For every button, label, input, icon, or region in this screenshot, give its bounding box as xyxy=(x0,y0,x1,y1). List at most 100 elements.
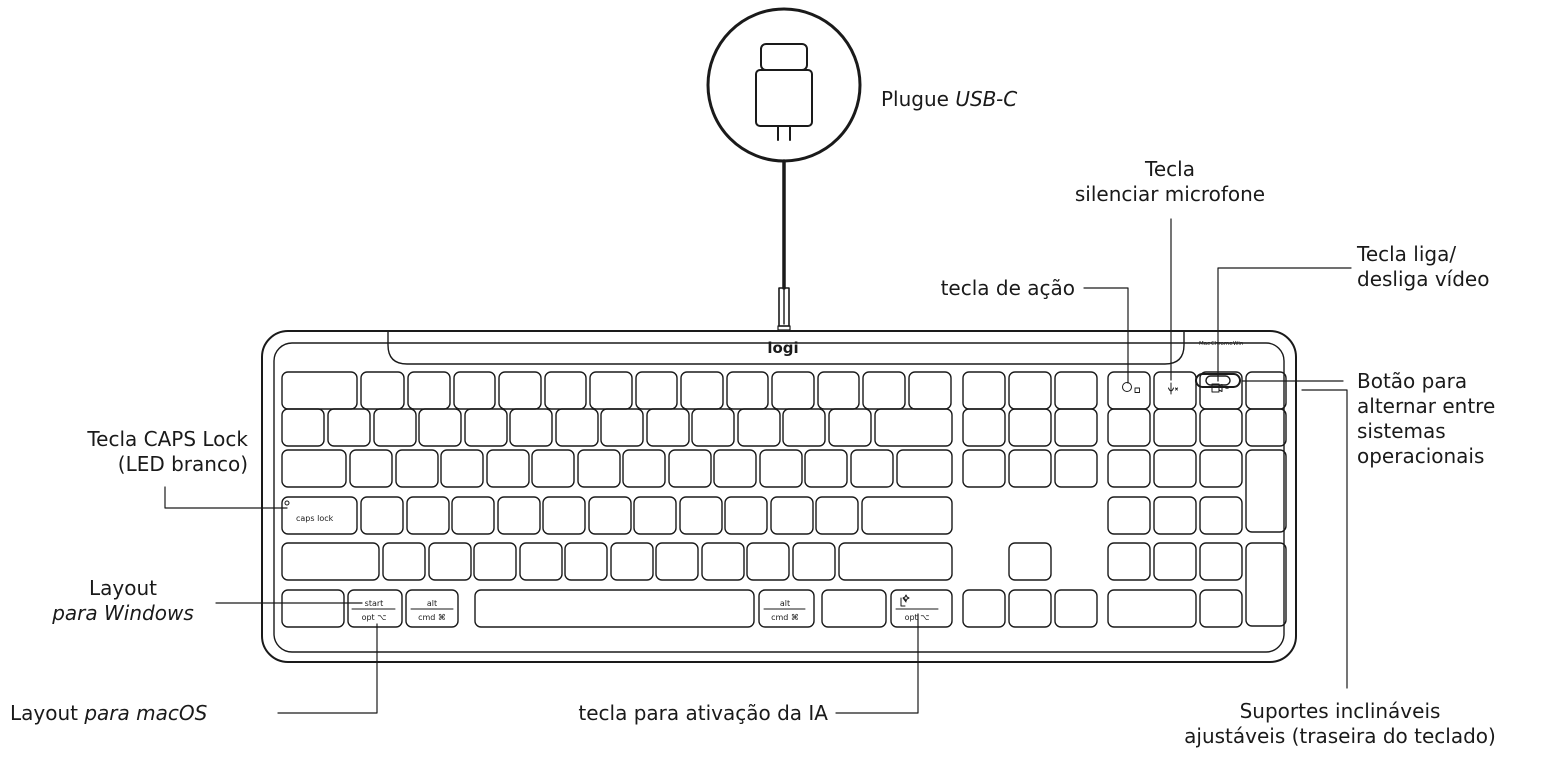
keycap[interactable] xyxy=(1107,449,1151,488)
keycap[interactable] xyxy=(1008,449,1052,488)
keycap[interactable] xyxy=(646,408,690,447)
keycap[interactable] xyxy=(817,371,860,410)
keycap[interactable] xyxy=(509,408,553,447)
keycap[interactable] xyxy=(406,496,450,535)
keycap[interactable] xyxy=(782,408,826,447)
keycap[interactable] xyxy=(896,449,953,488)
keycap[interactable] xyxy=(724,496,768,535)
keycap[interactable] xyxy=(373,408,417,447)
keycap[interactable] xyxy=(862,371,906,410)
keycap[interactable] xyxy=(746,542,790,581)
keycap[interactable] xyxy=(497,496,541,535)
keycap[interactable] xyxy=(792,542,836,581)
keycap[interactable] xyxy=(758,589,815,628)
keycap[interactable] xyxy=(428,542,472,581)
keycap[interactable] xyxy=(726,371,769,410)
keycap[interactable] xyxy=(861,496,953,535)
keycap[interactable] xyxy=(486,449,530,488)
keycap[interactable] xyxy=(281,542,380,581)
keycap[interactable] xyxy=(281,589,345,628)
keycap[interactable] xyxy=(962,408,1006,447)
keycap[interactable] xyxy=(1153,408,1197,447)
keycap[interactable] xyxy=(1008,589,1052,628)
keycap[interactable] xyxy=(600,408,644,447)
keycap[interactable] xyxy=(327,408,371,447)
keycap[interactable] xyxy=(680,371,724,410)
keycap[interactable] xyxy=(577,449,621,488)
keycap[interactable] xyxy=(962,371,1006,410)
keycap[interactable] xyxy=(453,371,496,410)
keycap[interactable] xyxy=(1199,496,1243,535)
keycap[interactable] xyxy=(281,496,358,535)
keycap[interactable] xyxy=(1245,371,1287,410)
keycap[interactable] xyxy=(405,589,459,628)
keycap[interactable] xyxy=(395,449,439,488)
keycap[interactable] xyxy=(890,589,953,628)
keycap[interactable] xyxy=(555,408,599,447)
keycap[interactable] xyxy=(451,496,495,535)
keycap[interactable] xyxy=(804,449,848,488)
keycap[interactable] xyxy=(633,496,677,535)
keycap[interactable] xyxy=(668,449,712,488)
keycap[interactable] xyxy=(850,449,894,488)
keycap[interactable] xyxy=(281,449,347,488)
keycap[interactable] xyxy=(874,408,953,447)
keycap[interactable] xyxy=(1054,408,1098,447)
keycap[interactable] xyxy=(281,371,358,410)
os-switch[interactable]: Mac Chrome Win xyxy=(1195,341,1244,388)
keycap[interactable] xyxy=(1199,589,1243,628)
keycap[interactable] xyxy=(622,449,666,488)
keycap[interactable] xyxy=(691,408,735,447)
keycap[interactable] xyxy=(519,542,563,581)
keycap[interactable] xyxy=(474,589,755,628)
keycap[interactable] xyxy=(407,371,451,410)
keycap[interactable] xyxy=(1008,371,1052,410)
keycap[interactable] xyxy=(1199,449,1243,488)
keycap[interactable] xyxy=(1107,496,1151,535)
keycap[interactable] xyxy=(360,496,404,535)
keycap[interactable] xyxy=(1008,542,1052,581)
keycap[interactable] xyxy=(828,408,872,447)
keycap[interactable] xyxy=(281,408,325,447)
keycap[interactable] xyxy=(589,371,633,410)
keycap[interactable] xyxy=(679,496,723,535)
keycap[interactable] xyxy=(440,449,484,488)
keycap[interactable] xyxy=(1153,542,1197,581)
keycap[interactable] xyxy=(464,408,508,447)
keycap[interactable] xyxy=(1245,408,1287,447)
keycap[interactable] xyxy=(635,371,678,410)
keycap[interactable] xyxy=(1008,408,1052,447)
keycap[interactable] xyxy=(1245,449,1287,533)
keycap[interactable] xyxy=(713,449,757,488)
keycap[interactable] xyxy=(655,542,699,581)
keycap[interactable] xyxy=(1245,542,1287,627)
keycap[interactable] xyxy=(1153,496,1197,535)
keycap[interactable] xyxy=(360,371,405,410)
keycap[interactable] xyxy=(588,496,632,535)
keycap[interactable] xyxy=(418,408,462,447)
keycap[interactable] xyxy=(962,589,1006,628)
keycap[interactable] xyxy=(1199,542,1243,581)
keycap[interactable] xyxy=(349,449,393,488)
keycap[interactable] xyxy=(962,449,1006,488)
keycap[interactable] xyxy=(701,542,745,581)
keycap[interactable] xyxy=(564,542,608,581)
keycap[interactable] xyxy=(1199,408,1243,447)
keycap[interactable] xyxy=(908,371,952,410)
keycap[interactable] xyxy=(1153,371,1197,410)
keycap[interactable] xyxy=(771,371,815,410)
keycap[interactable] xyxy=(770,496,814,535)
keycap[interactable] xyxy=(1054,449,1098,488)
keycap[interactable] xyxy=(1054,589,1098,628)
keycap[interactable] xyxy=(473,542,517,581)
keycap[interactable] xyxy=(544,371,587,410)
keycap[interactable] xyxy=(498,371,542,410)
keycap[interactable] xyxy=(821,589,887,628)
keycap[interactable] xyxy=(1107,542,1151,581)
keycap[interactable] xyxy=(531,449,575,488)
keycap[interactable] xyxy=(1107,408,1151,447)
keycap[interactable] xyxy=(759,449,803,488)
keycap[interactable] xyxy=(347,589,403,628)
keycap[interactable] xyxy=(1107,589,1197,628)
keycap[interactable] xyxy=(382,542,426,581)
